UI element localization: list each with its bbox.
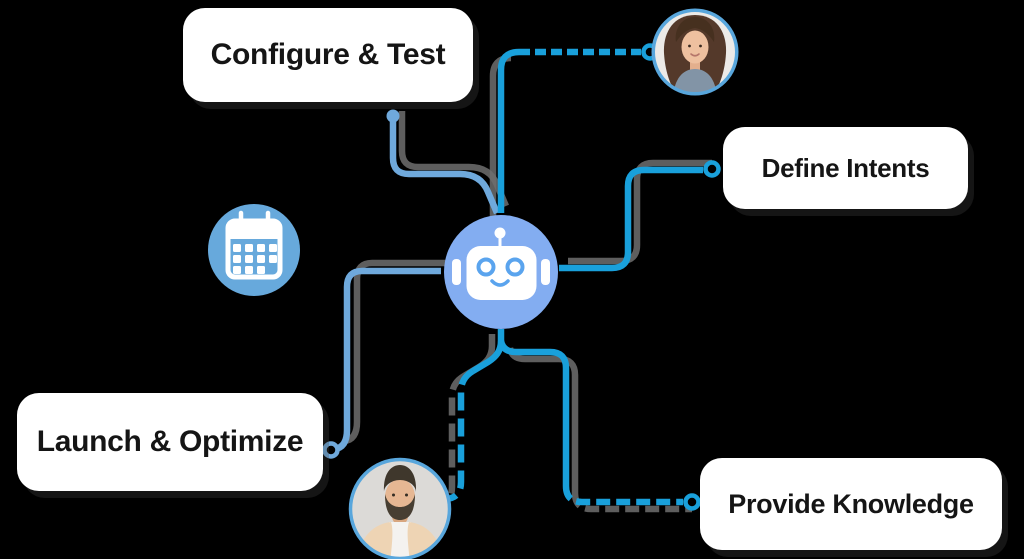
connector-endpoint-ring (322, 441, 340, 459)
node-label: Launch & Optimize (36, 425, 304, 458)
connector-endpoint-ring (703, 160, 721, 178)
female-user-avatar (651, 8, 739, 96)
node-launch-optimize: Launch & Optimize (17, 393, 323, 491)
connector-provide-knowledge (501, 341, 701, 511)
connector-define-intents (559, 160, 721, 269)
connector-configure-test (386, 109, 498, 214)
calendar-icon (208, 204, 300, 296)
node-label: Provide Knowledge (728, 488, 974, 519)
robot-smile (490, 279, 510, 287)
node-configure-test: Configure & Test (183, 8, 473, 102)
connector-launch-optimize (322, 271, 442, 459)
node-label: Configure & Test (210, 38, 446, 71)
connector-start-dot (386, 109, 400, 123)
robot-eye (505, 257, 525, 277)
connector-female-avatar (501, 43, 659, 214)
connector-endpoint-ring (683, 493, 701, 511)
calendar-grid (233, 244, 277, 274)
node-provide-knowledge: Provide Knowledge (700, 458, 1002, 550)
male-user-avatar (348, 457, 452, 559)
node-define-intents: Define Intents (723, 127, 968, 209)
robot-eye (476, 257, 496, 277)
robot-icon (444, 215, 558, 329)
node-label: Define Intents (761, 152, 930, 183)
